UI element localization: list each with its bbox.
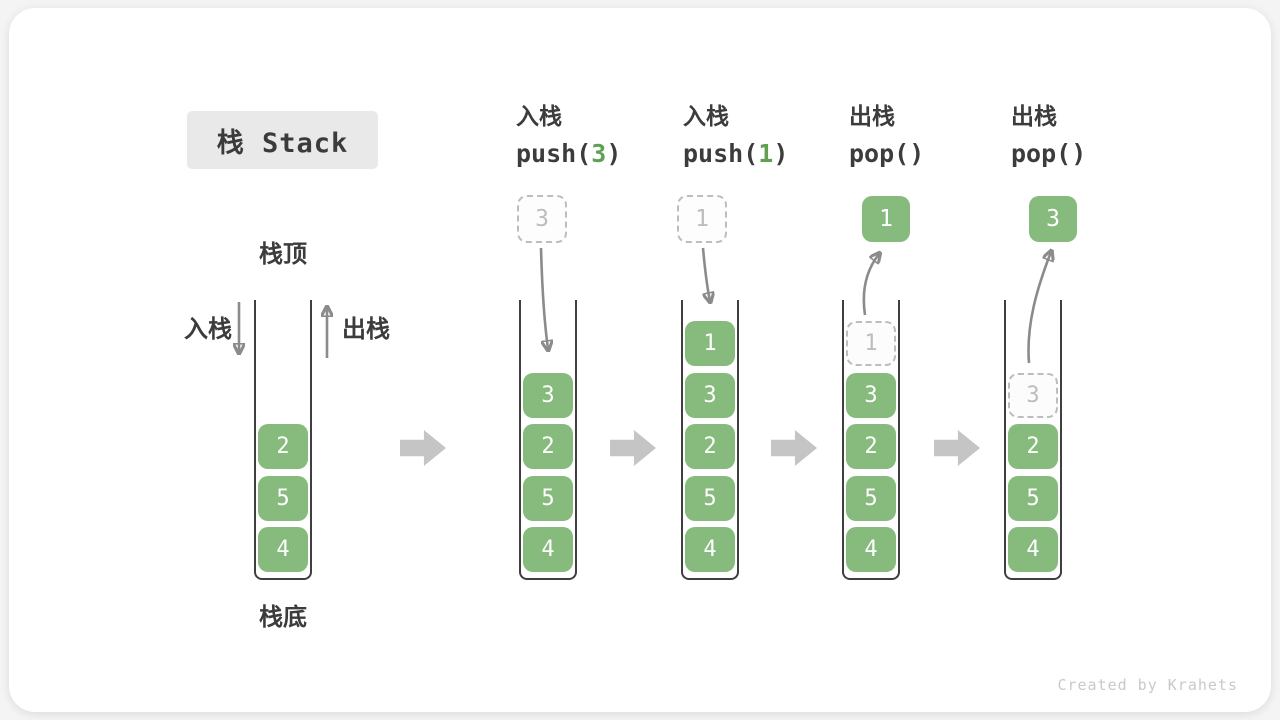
stack-container-after-pop-3: 3 2 5 4 xyxy=(1004,300,1062,580)
code-suffix: ) xyxy=(909,139,925,168)
operation-name: 入栈 xyxy=(683,103,729,129)
diagram-title: 栈 Stack xyxy=(187,111,378,169)
stack-container-initial: 2 5 4 xyxy=(254,300,312,580)
popped-value: 1 xyxy=(879,206,893,232)
operation-code: push(1) xyxy=(683,141,853,166)
stack-block: 4 xyxy=(1008,527,1058,572)
stack-block: 3 xyxy=(846,372,896,418)
incoming-value-box-3: 3 xyxy=(517,195,567,243)
incoming-value-box-1: 1 xyxy=(677,195,727,243)
push-side-label: 入栈 xyxy=(184,316,232,343)
diagram-title-text: 栈 Stack xyxy=(216,127,349,159)
code-argument: 3 xyxy=(591,139,607,168)
popped-value-box-1: 1 xyxy=(862,196,910,242)
code-argument: 1 xyxy=(758,139,774,168)
operation-code: pop() xyxy=(849,141,1019,166)
stack-block-ghost: 3 xyxy=(1008,372,1058,418)
operation-code: pop() xyxy=(1011,141,1181,166)
stack-block: 4 xyxy=(523,527,573,572)
stack-block: 5 xyxy=(258,475,308,521)
pop-side-label: 出栈 xyxy=(342,316,390,343)
code-prefix: push( xyxy=(516,139,592,168)
stack-block: 2 xyxy=(523,424,573,469)
stack-block: 4 xyxy=(258,527,308,572)
watermark: Created by Krahets xyxy=(1057,676,1238,694)
stack-block: 5 xyxy=(685,475,735,521)
stack-bottom-label: 栈底 xyxy=(259,604,307,631)
next-state-arrow-icon xyxy=(934,430,980,466)
operation-caption-push-3: 入栈 push(3) xyxy=(516,103,686,167)
operation-name: 入栈 xyxy=(516,103,562,129)
operation-caption-pop-1: 出栈 pop() xyxy=(849,103,1019,167)
popped-value: 3 xyxy=(1046,206,1060,232)
code-prefix: pop( xyxy=(849,139,910,168)
code-suffix: ) xyxy=(1071,139,1087,168)
stack-container-after-pop-1: 1 3 2 5 4 xyxy=(842,300,900,580)
popped-value-box-3: 3 xyxy=(1029,196,1077,242)
stack-block: 4 xyxy=(685,527,735,572)
stack-block: 4 xyxy=(846,527,896,572)
stack-container-after-push-1: 1 3 2 5 4 xyxy=(681,300,739,580)
incoming-value: 1 xyxy=(695,206,709,232)
code-suffix: ) xyxy=(773,139,789,168)
stack-block: 3 xyxy=(523,372,573,418)
code-prefix: push( xyxy=(683,139,759,168)
next-state-arrow-icon xyxy=(771,430,817,466)
incoming-value: 3 xyxy=(535,206,549,232)
stack-block: 2 xyxy=(1008,424,1058,469)
operation-name: 出栈 xyxy=(1011,103,1057,129)
stack-block: 5 xyxy=(523,475,573,521)
stack-block: 2 xyxy=(685,424,735,469)
stack-block: 2 xyxy=(846,424,896,469)
operation-name: 出栈 xyxy=(849,103,895,129)
operation-code: push(3) xyxy=(516,141,686,166)
next-state-arrow-icon xyxy=(400,430,446,466)
stack-block-ghost: 1 xyxy=(846,321,896,366)
stack-container-after-push-3: 3 2 5 4 xyxy=(519,300,577,580)
operation-caption-push-1: 入栈 push(1) xyxy=(683,103,853,167)
stack-block: 2 xyxy=(258,424,308,469)
push-1-flow-arrow-icon xyxy=(701,247,710,301)
code-suffix: ) xyxy=(606,139,622,168)
stack-top-label: 栈顶 xyxy=(259,241,307,268)
stack-block: 5 xyxy=(1008,475,1058,521)
operation-caption-pop-3: 出栈 pop() xyxy=(1011,103,1181,167)
stack-block: 5 xyxy=(846,475,896,521)
stack-block: 3 xyxy=(685,372,735,418)
next-state-arrow-icon xyxy=(610,430,656,466)
code-prefix: pop( xyxy=(1011,139,1072,168)
stack-block: 1 xyxy=(685,321,735,366)
